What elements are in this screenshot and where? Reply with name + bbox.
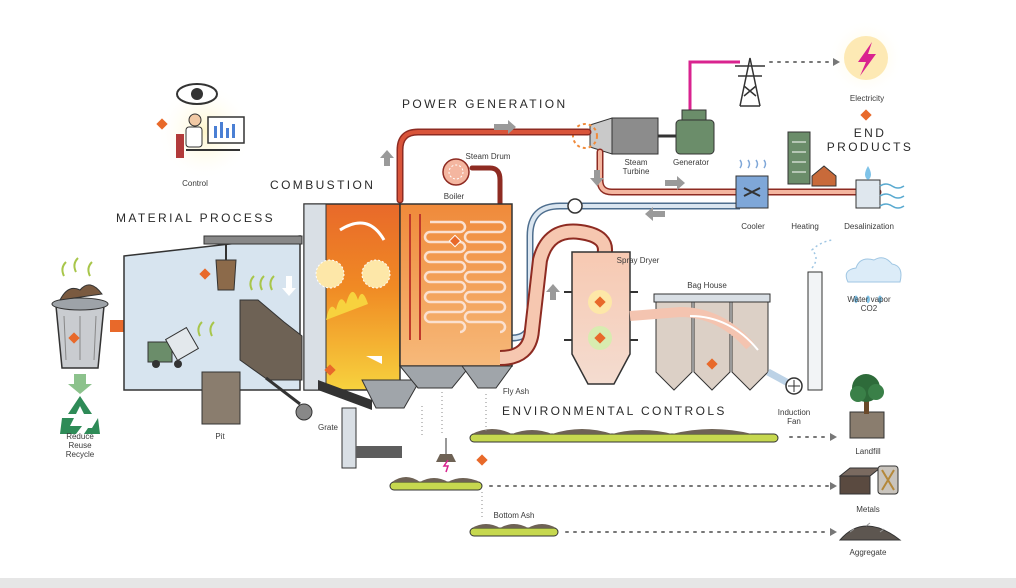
bottom-border (0, 578, 1016, 588)
label-steam-drum: Steam Drum (465, 152, 511, 161)
desalinization-unit (855, 166, 905, 209)
chimney (807, 271, 823, 391)
label-reduce: Reduce (66, 432, 94, 441)
magnet-spark-icon (442, 459, 450, 473)
metals-icon (838, 465, 899, 495)
label-water-vapor: Water vapor (847, 295, 891, 304)
label-boiler: Boiler (443, 192, 465, 201)
label-cooler: Cooler (741, 222, 765, 231)
bag-house (629, 293, 792, 391)
down-arrow-green (68, 374, 92, 394)
power-cable (688, 60, 740, 118)
label-steam-turbine-line1: Steam (624, 158, 648, 167)
transmission-tower (735, 57, 765, 107)
label-induction-fan-line1: Induction (777, 408, 811, 417)
recycle-icon (60, 396, 100, 434)
aggregate-conveyor (469, 524, 837, 537)
label-steam-turbine-line2: Turbine (622, 167, 650, 176)
label-water-vapor-co2: Water vapor CO2 (836, 295, 902, 313)
fly-ash-conveyor (421, 392, 837, 443)
label-recycle: Recycle (65, 450, 95, 459)
label-bag-house: Bag House (687, 281, 727, 290)
label-induction-fan: Induction Fan (770, 408, 818, 426)
combustion-chamber (265, 203, 401, 421)
label-metals: Metals (856, 505, 880, 514)
aggregate-pile-icon (838, 522, 902, 541)
heading-end-products-line1: END (853, 126, 887, 140)
label-fly-ash: Fly Ash (502, 387, 530, 396)
bottom-ash-conveyor (389, 438, 837, 520)
steam-turbine (572, 117, 659, 155)
label-bottom-ash: Bottom Ash (493, 511, 535, 520)
electricity-output (828, 20, 904, 121)
heating-buildings (787, 131, 837, 187)
waste-bin (51, 257, 109, 369)
label-pit: Pit (215, 432, 225, 441)
flow-arrows (380, 120, 685, 300)
heading-environmental-controls: ENVIRONMENTAL CONTROLS (502, 404, 727, 418)
label-aggregate: Aggregate (849, 548, 887, 557)
label-landfill: Landfill (855, 447, 881, 456)
heading-end-products: END PRODUCTS (820, 126, 920, 154)
water-drop-icon (865, 166, 871, 180)
label-heating: Heating (791, 222, 819, 231)
label-control: Control (182, 179, 208, 188)
label-desalinization: Desalinization (844, 222, 894, 231)
landfill-tree-icon (849, 374, 885, 439)
label-grate: Grate (317, 423, 338, 432)
label-co2: CO2 (860, 304, 878, 313)
heading-material-process: MATERIAL PROCESS (116, 211, 276, 225)
label-induction-fan-line2: Fan (787, 417, 801, 426)
pump-icon (567, 198, 583, 214)
water-vapor-cloud (810, 239, 902, 304)
label-reuse: Reuse (68, 441, 92, 450)
heading-power-generation: POWER GENERATION (402, 97, 568, 111)
boiler (398, 158, 513, 389)
label-reduce-reuse-recycle: Reduce Reuse Recycle (56, 432, 104, 459)
label-generator: Generator (672, 158, 710, 167)
ash-hopper (341, 379, 421, 469)
heading-combustion: COMBUSTION (270, 178, 376, 192)
steam-drum (442, 158, 470, 186)
label-spray-dryer: Spray Dryer (616, 256, 660, 265)
label-steam-turbine: Steam Turbine (616, 158, 656, 176)
spray-dryer (564, 251, 638, 385)
induction-fan (785, 377, 803, 395)
label-electricity: Electricity (849, 94, 885, 103)
control-station (156, 83, 253, 180)
waste-pit (201, 299, 303, 425)
lightning-bolt-icon (858, 42, 876, 76)
heading-end-products-line2: PRODUCTS (826, 140, 914, 154)
generator (658, 109, 715, 155)
cooler (735, 159, 769, 209)
